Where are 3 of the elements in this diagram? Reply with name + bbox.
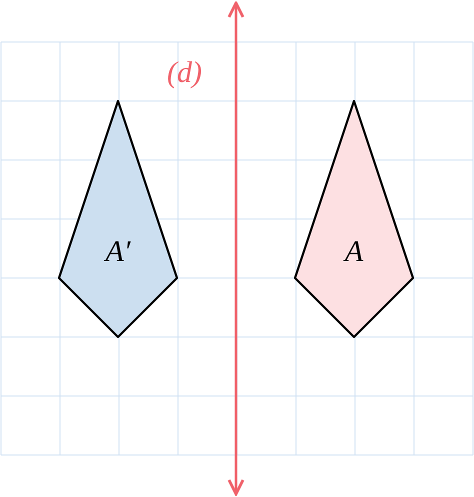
axis-label: (d) [167,58,202,88]
shape-label: A′ [106,237,130,267]
shape-label: A [344,237,364,267]
